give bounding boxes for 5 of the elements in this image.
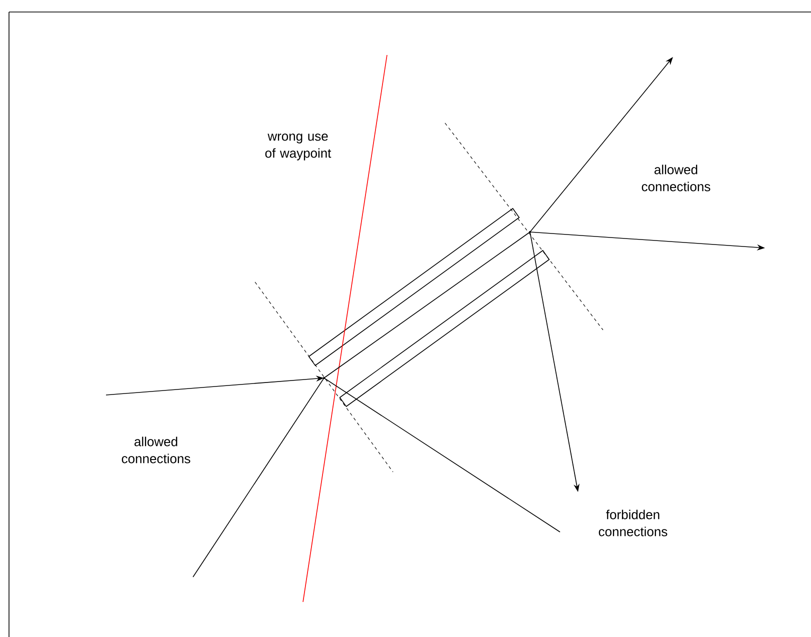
arrow xyxy=(530,57,673,232)
annotation-text: allowed connections xyxy=(122,436,190,464)
annotation-text: wrong use of waypoint xyxy=(265,134,332,160)
annotation-text: allowed connections xyxy=(642,164,710,192)
annotation-text: forbidden connections xyxy=(598,510,668,536)
